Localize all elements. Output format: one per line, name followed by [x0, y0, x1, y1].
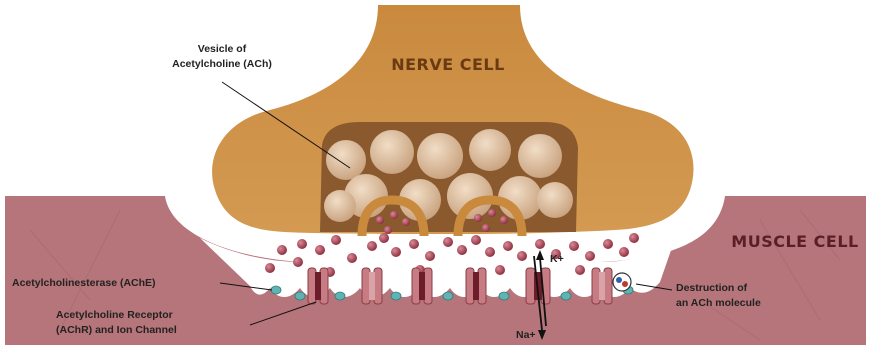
nerve-cell-label: NERVE CELL [391, 55, 505, 74]
receptor-1 [308, 268, 328, 304]
receptor-6 [592, 268, 612, 304]
k-ion-label: K+ [550, 253, 564, 265]
receptor-2 [362, 268, 382, 304]
na-ion-label: Na+ [516, 329, 536, 341]
vesicle-label-line2: Acetylcholine (ACh) [172, 58, 272, 70]
ach-destruction [613, 273, 631, 291]
achr-label-line1: Acetylcholine Receptor [56, 309, 173, 321]
receptor-4 [466, 268, 486, 304]
destruction-label-line2: an ACh molecule [676, 297, 761, 309]
vesicle-label-line1: Vesicle of [198, 43, 247, 55]
receptor-3 [412, 268, 432, 304]
muscle-cell-label: MUSCLE CELL [731, 232, 858, 251]
destruction-label-line1: Destruction of [676, 282, 748, 294]
ache-label: Acetylcholinesterase (AChE) [12, 277, 156, 289]
achr-label-line2: (AChR) and Ion Channel [56, 324, 177, 336]
